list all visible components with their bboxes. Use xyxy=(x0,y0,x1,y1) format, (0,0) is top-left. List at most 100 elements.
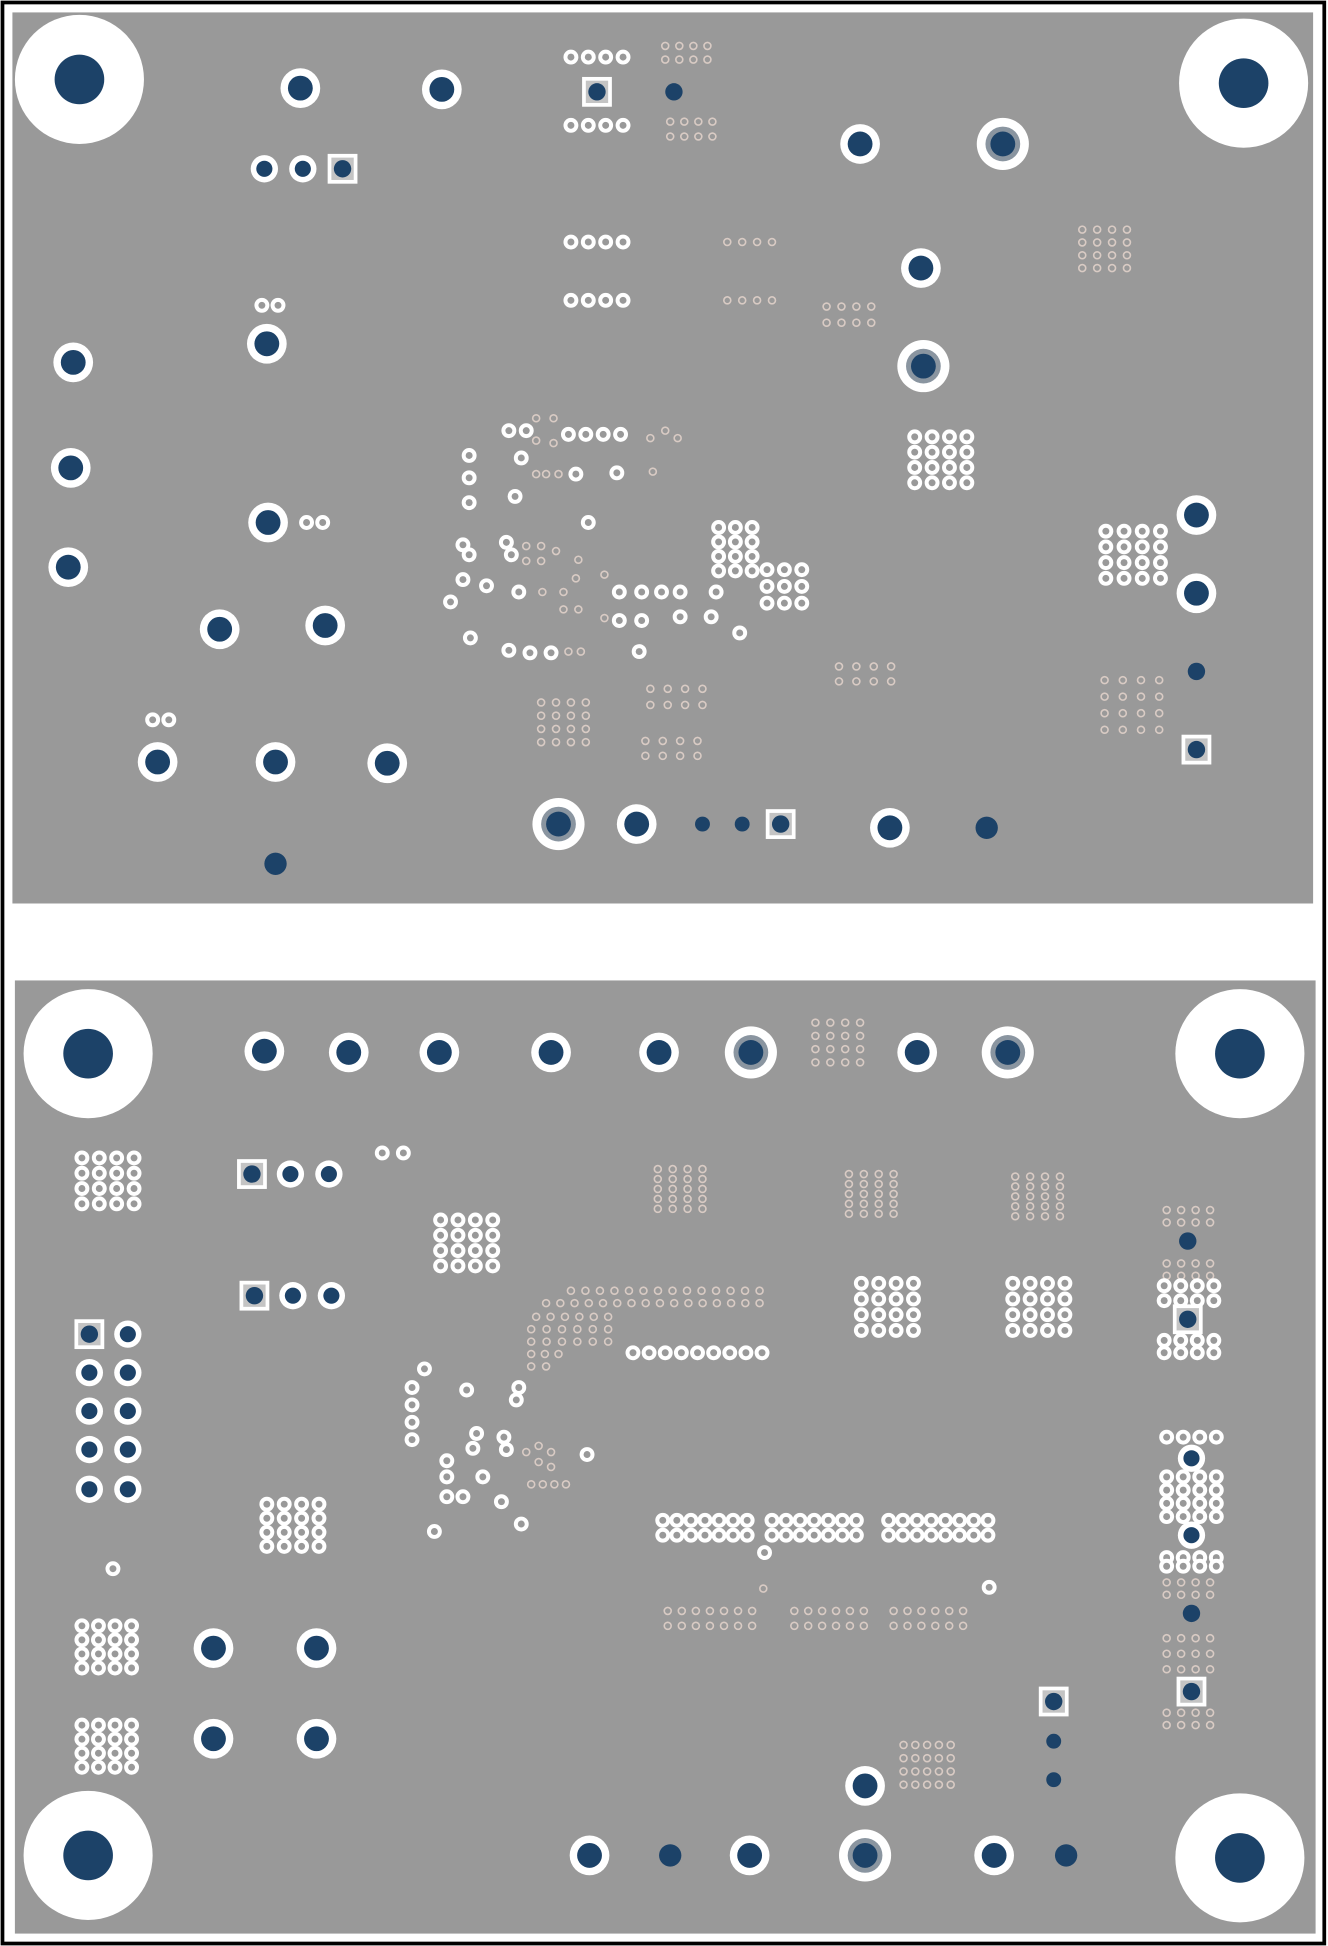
micro-via xyxy=(639,1286,648,1295)
via-drill xyxy=(567,296,575,304)
via xyxy=(834,1512,850,1528)
via xyxy=(439,1453,455,1469)
via xyxy=(1156,1293,1172,1309)
via xyxy=(727,548,743,564)
micro-via xyxy=(817,1606,827,1616)
via-drill xyxy=(1163,1433,1171,1441)
via-cluster xyxy=(74,1717,140,1775)
small-pad xyxy=(114,1475,142,1503)
pad-drill xyxy=(323,1287,340,1304)
via-drill xyxy=(1044,1326,1051,1334)
via-drill xyxy=(619,121,627,129)
via-drill xyxy=(526,649,534,657)
micro-via xyxy=(931,1621,940,1631)
micro-via xyxy=(1205,1708,1215,1717)
via xyxy=(1189,1345,1205,1361)
via-drill xyxy=(768,1531,776,1539)
pad-drill xyxy=(119,1441,136,1458)
via-drill xyxy=(956,1531,964,1539)
via-drill xyxy=(1138,559,1146,567)
via xyxy=(794,578,810,594)
small-pad xyxy=(276,1160,305,1188)
via-drill xyxy=(1163,1473,1171,1481)
via-drill xyxy=(567,53,575,61)
micro-via xyxy=(844,1169,854,1179)
micro-via xyxy=(747,1606,757,1616)
via-drill xyxy=(1009,1295,1017,1303)
micro-via xyxy=(1092,263,1102,273)
via xyxy=(1098,539,1114,555)
via xyxy=(1022,1275,1038,1291)
micro-via xyxy=(934,1740,944,1750)
via xyxy=(942,444,957,460)
via-drill xyxy=(111,1650,119,1658)
micro-via xyxy=(834,662,844,671)
via-drill xyxy=(615,588,623,596)
via-drill xyxy=(471,1231,479,1239)
through-hole-pad xyxy=(244,1031,285,1072)
via xyxy=(107,1632,123,1648)
via-cluster xyxy=(1156,1332,1222,1361)
micro-via xyxy=(1107,238,1117,247)
via-array xyxy=(563,234,631,250)
via-array xyxy=(899,1740,955,1789)
via-array xyxy=(660,41,712,64)
via xyxy=(124,1632,140,1648)
via-drill xyxy=(128,1636,136,1644)
micro-via xyxy=(694,117,703,126)
micro-via xyxy=(526,1324,536,1334)
via xyxy=(503,547,519,563)
through-hole-pad xyxy=(845,1766,885,1806)
micro-via xyxy=(1191,1590,1200,1600)
micro-via xyxy=(542,1337,551,1346)
micro-via xyxy=(536,556,546,566)
via-drill xyxy=(522,427,530,435)
via-drill xyxy=(780,582,788,590)
via-drill xyxy=(515,588,523,596)
through-hole-pad xyxy=(193,1718,234,1759)
micro-via xyxy=(708,132,717,141)
micro-via xyxy=(1176,1259,1186,1268)
micro-via xyxy=(1162,1664,1171,1674)
micro-via xyxy=(822,318,831,327)
small-pad xyxy=(317,1282,346,1310)
via-drill xyxy=(378,1149,386,1157)
via xyxy=(450,1212,466,1228)
via-drill xyxy=(483,582,490,590)
pad-drill xyxy=(119,1403,136,1420)
micro-via xyxy=(934,1780,944,1789)
via xyxy=(888,1322,904,1338)
micro-via xyxy=(944,1621,954,1631)
micro-via xyxy=(886,677,896,686)
via xyxy=(1116,555,1132,571)
via xyxy=(853,1307,869,1323)
via xyxy=(615,49,631,65)
micro-via xyxy=(665,132,675,141)
micro-via xyxy=(677,1606,687,1616)
via xyxy=(959,444,975,460)
micro-via xyxy=(917,1606,926,1616)
micro-via xyxy=(689,41,698,51)
plated-through-hole-pad xyxy=(981,1026,1034,1079)
micro-via xyxy=(845,1621,855,1631)
micro-via xyxy=(1191,1633,1200,1643)
micro-via xyxy=(705,1621,715,1631)
drill-hole xyxy=(659,1844,682,1867)
via-drill xyxy=(443,1457,451,1465)
via xyxy=(776,578,792,594)
pad-drill xyxy=(981,1842,1007,1868)
small-pad xyxy=(250,155,279,183)
micro-via xyxy=(946,1753,955,1763)
pad-drill xyxy=(282,1165,299,1183)
via xyxy=(294,1538,310,1554)
micro-via xyxy=(660,41,670,51)
via-drill xyxy=(1177,1349,1185,1357)
micro-via xyxy=(600,613,609,623)
via-drill xyxy=(113,1154,121,1162)
pad-drill xyxy=(201,1635,226,1661)
micro-via xyxy=(822,302,831,311)
via xyxy=(738,1345,754,1361)
via-array xyxy=(834,662,896,686)
micro-via xyxy=(852,302,861,311)
via-drill xyxy=(857,1326,865,1334)
